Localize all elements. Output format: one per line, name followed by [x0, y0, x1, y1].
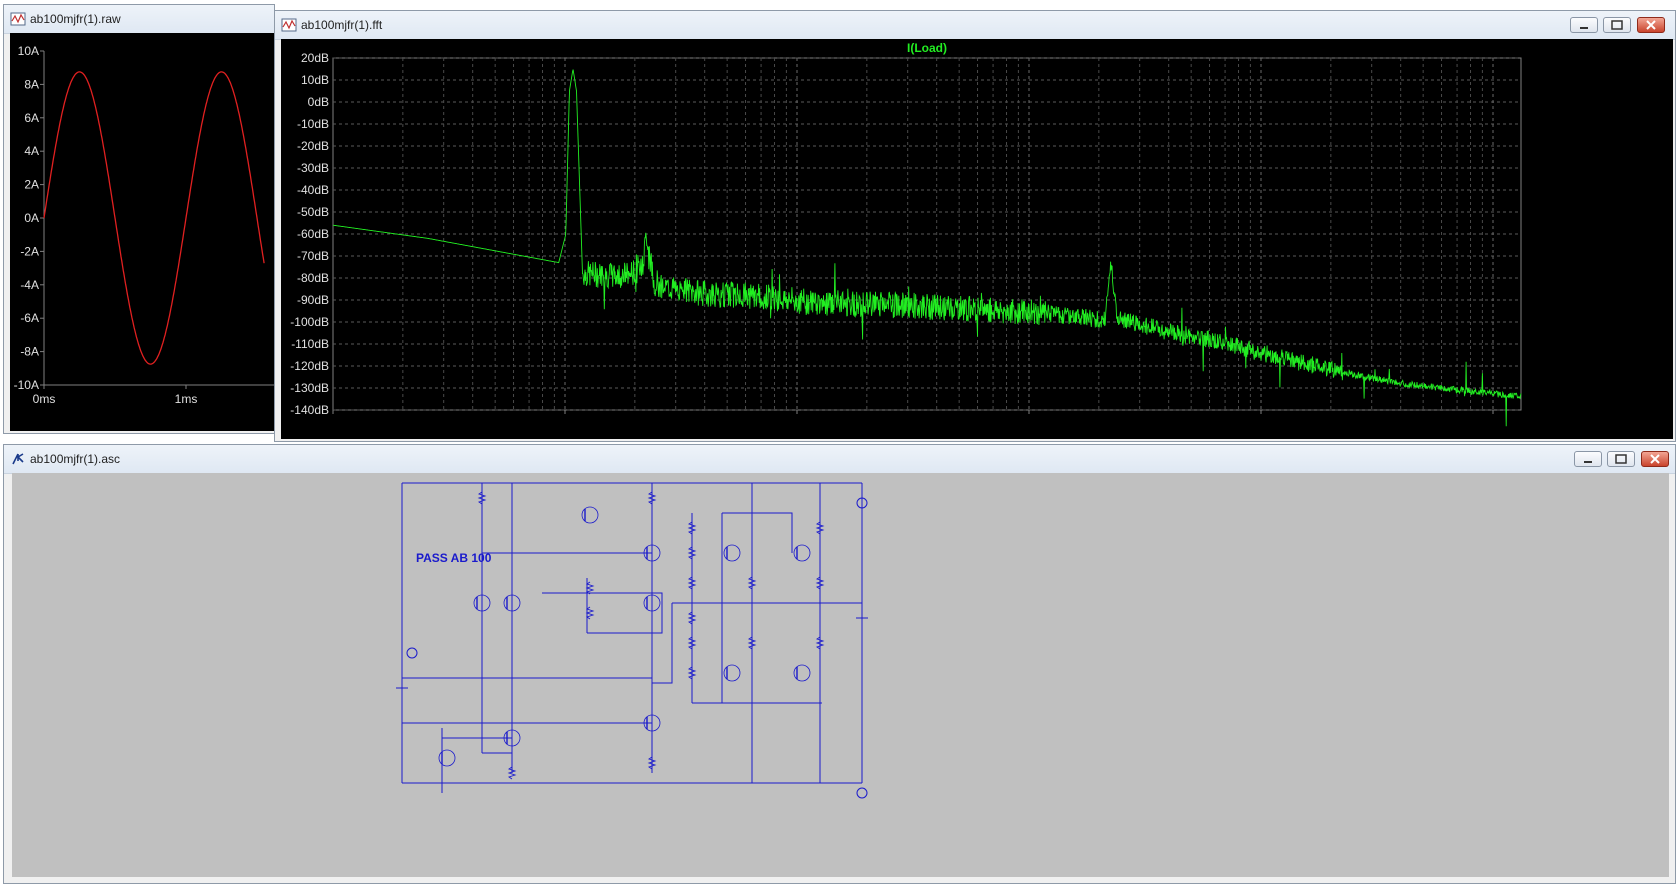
- resistor-symbol: [687, 576, 697, 590]
- schematic-window-titlebar[interactable]: ab100mjfr(1).asc: [4, 445, 1675, 474]
- close-icon: [1650, 454, 1660, 464]
- transistor-symbol: [643, 544, 661, 562]
- schematic-drawing: [396, 482, 868, 799]
- y-tick-label: -10dB: [297, 117, 329, 131]
- y-tick-label: 8A: [24, 77, 39, 91]
- close-button[interactable]: [1637, 17, 1665, 33]
- y-tick-label: -4A: [20, 278, 39, 292]
- close-button[interactable]: [1641, 451, 1669, 467]
- x-tick-label: 0ms: [33, 392, 56, 406]
- y-tick-label: -90dB: [297, 293, 329, 307]
- y-tick-label: -6A: [20, 311, 39, 325]
- resistor-symbol: [647, 491, 657, 505]
- waveform-icon: [10, 12, 26, 26]
- resistor-symbol: [747, 636, 757, 650]
- voltage-source-symbol: [856, 497, 868, 509]
- schematic-title-label: PASS AB 100: [416, 551, 492, 565]
- y-tick-label: 20dB: [301, 51, 329, 65]
- y-tick-label: 10dB: [301, 73, 329, 87]
- y-tick-label: -80dB: [297, 271, 329, 285]
- resistor-symbol: [585, 606, 595, 620]
- resistor-symbol: [477, 491, 487, 505]
- resistor-symbol: [815, 576, 825, 590]
- transistor-symbol: [503, 729, 521, 747]
- resistor-symbol: [507, 766, 517, 780]
- y-tick-label: -140dB: [290, 403, 329, 417]
- raw-trace: [43, 71, 265, 365]
- resistor-symbol: [687, 546, 697, 560]
- schematic-window-title: ab100mjfr(1).asc: [30, 452, 121, 466]
- y-tick-label: -10A: [14, 378, 39, 392]
- y-tick-label: -40dB: [297, 183, 329, 197]
- trace-title: I(Load): [907, 41, 947, 55]
- schematic-canvas[interactable]: PASS AB 100: [12, 473, 1669, 877]
- y-tick-label: -50dB: [297, 205, 329, 219]
- transistor-symbol: [438, 749, 456, 767]
- fft-trace: [332, 69, 1522, 427]
- y-tick-label: -110dB: [291, 337, 329, 351]
- raw-window-titlebar[interactable]: ab100mjfr(1).raw: [4, 5, 274, 34]
- close-icon: [1646, 20, 1656, 30]
- minimize-button[interactable]: [1574, 451, 1602, 467]
- resistor-symbol: [815, 636, 825, 650]
- maximize-icon: [1615, 454, 1627, 464]
- y-tick-label: -2A: [20, 244, 39, 258]
- fft-plot-svg: 20dB 10dB 0dB -10dB -20dB -30dB -40dB -50dB -60d…: [290, 41, 1522, 427]
- maximize-button[interactable]: [1603, 17, 1631, 33]
- x-tick-label: 1ms: [175, 392, 198, 406]
- y-tick-label: -130dB: [290, 381, 329, 395]
- y-tick-label: 0A: [24, 211, 39, 225]
- y-tick-label: 10A: [18, 44, 39, 58]
- transistor-symbol: [503, 594, 521, 612]
- y-tick-label: -70dB: [297, 249, 329, 263]
- minimize-button[interactable]: [1570, 17, 1598, 33]
- resistor-symbol: [747, 576, 757, 590]
- y-tick-label: 4A: [24, 144, 39, 158]
- schematic-window[interactable]: ab100mjfr(1).asc PASS AB 100: [3, 444, 1676, 884]
- fft-plot-area[interactable]: 20dB 10dB 0dB -10dB -20dB -30dB -40dB -50dB -60d…: [281, 39, 1673, 439]
- wire: [652, 603, 673, 684]
- transistor-symbol: [643, 714, 661, 732]
- raw-plot-window[interactable]: ab100mjfr(1).raw 10A 8A 6A 4A 2A 0A -2A -4A -6A -…: [3, 4, 275, 434]
- resistor-symbol: [647, 756, 657, 770]
- minimize-icon: [1584, 461, 1592, 463]
- resistor-symbol: [687, 666, 697, 680]
- wire: [722, 512, 793, 553]
- raw-window-title: ab100mjfr(1).raw: [30, 12, 121, 26]
- resistor-symbol: [687, 521, 697, 535]
- y-tick-label: -8A: [20, 345, 39, 359]
- y-tick-label: -20dB: [297, 139, 329, 153]
- transistor-symbol: [793, 544, 811, 562]
- resistor-symbol: [815, 521, 825, 535]
- y-tick-label: -30dB: [297, 161, 329, 175]
- schematic-icon: [12, 453, 24, 465]
- transistor-symbol: [793, 664, 811, 682]
- transistor-symbol: [581, 506, 599, 524]
- resistor-symbol: [585, 581, 595, 595]
- transistor-symbol: [643, 594, 661, 612]
- waveform-icon: [281, 18, 297, 32]
- y-tick-label: -100dB: [290, 315, 329, 329]
- resistor-symbol: [687, 611, 697, 625]
- transistor-symbol: [723, 544, 741, 562]
- maximize-button[interactable]: [1607, 451, 1635, 467]
- fft-window-titlebar[interactable]: ab100mjfr(1).fft: [275, 11, 1675, 40]
- minimize-icon: [1580, 27, 1588, 29]
- fft-window-title: ab100mjfr(1).fft: [301, 18, 383, 32]
- fft-plot-window[interactable]: ab100mjfr(1).fft 20dB 10dB 0dB -10dB -20dB -3…: [274, 10, 1676, 442]
- maximize-icon: [1611, 20, 1623, 30]
- y-tick-label: -120dB: [290, 359, 329, 373]
- y-tick-label: 2A: [24, 178, 39, 192]
- voltage-source-symbol: [856, 787, 868, 799]
- resistor-symbol: [687, 636, 697, 650]
- wire: [542, 592, 663, 634]
- y-tick-label: -60dB: [297, 227, 329, 241]
- transistor-symbol: [473, 594, 491, 612]
- y-tick-label: 6A: [24, 111, 39, 125]
- voltage-source-symbol: [406, 647, 418, 659]
- transistor-symbol: [723, 664, 741, 682]
- y-tick-label: 0dB: [308, 95, 329, 109]
